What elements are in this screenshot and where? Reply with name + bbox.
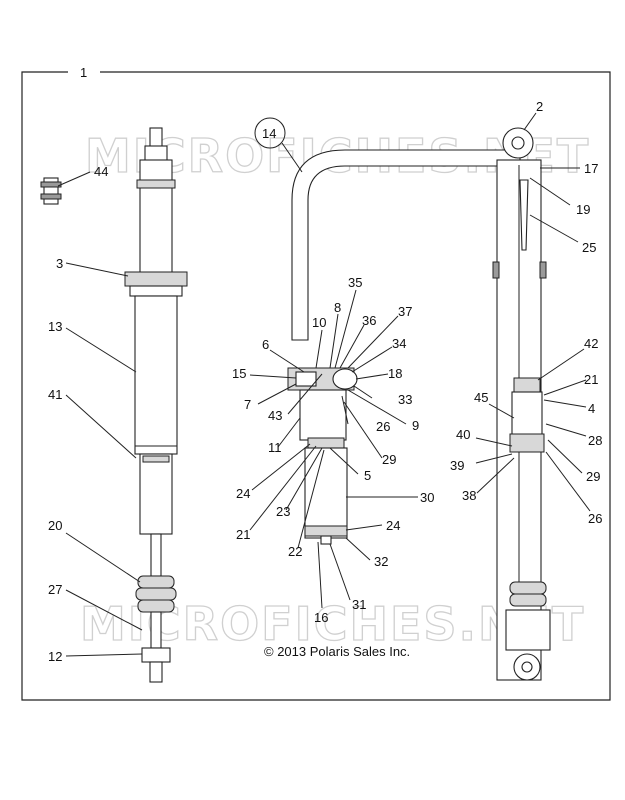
callout-4: 4 [588, 401, 595, 416]
callout-23: 23 [276, 504, 290, 519]
right-shock [492, 127, 551, 681]
callout-29-right: 29 [586, 469, 600, 484]
callout-44: 44 [94, 164, 108, 179]
callout-32: 32 [374, 554, 388, 569]
callout-45: 45 [474, 390, 488, 405]
callout-27: 27 [48, 582, 62, 597]
callout-20: 20 [48, 518, 62, 533]
copyright-text: © 2013 Polaris Sales Inc. [264, 644, 410, 659]
callout-3: 3 [56, 256, 63, 271]
callout-6: 6 [262, 337, 269, 352]
callout-24-right: 24 [386, 518, 400, 533]
callout-33: 33 [398, 392, 412, 407]
callout-2: 2 [536, 99, 543, 114]
callout-11: 11 [268, 440, 282, 455]
callout-24-left: 24 [236, 486, 250, 501]
callout-16: 16 [314, 610, 328, 625]
callout-25: 25 [582, 240, 596, 255]
callout-30: 30 [420, 490, 434, 505]
center-reservoir [287, 149, 521, 545]
callout-26-right: 26 [588, 511, 602, 526]
assembly-frame [21, 71, 611, 701]
callout-21-right: 21 [584, 372, 598, 387]
callout-7: 7 [244, 397, 251, 412]
callout-8: 8 [334, 300, 341, 315]
callout-17: 17 [584, 161, 598, 176]
callout-36: 36 [362, 313, 376, 328]
callout-14: 14 [262, 126, 276, 141]
callout-29-center: 29 [382, 452, 396, 467]
callout-18: 18 [388, 366, 402, 381]
callout-19: 19 [576, 202, 590, 217]
callout-1: 1 [80, 65, 87, 80]
callout-labels: 1 2 3 4 5 6 7 8 9 10 11 12 13 14 15 16 1… [48, 65, 602, 664]
callout-39: 39 [450, 458, 464, 473]
callout-41: 41 [48, 387, 62, 402]
callout-9: 9 [412, 418, 419, 433]
callout-26-center: 26 [376, 419, 390, 434]
callout-12: 12 [48, 649, 62, 664]
callout-42: 42 [584, 336, 598, 351]
callout-13: 13 [48, 319, 62, 334]
callout-10: 10 [312, 315, 326, 330]
callout-15: 15 [232, 366, 246, 381]
callout-21-center: 21 [236, 527, 250, 542]
callout-38: 38 [462, 488, 476, 503]
callout-40: 40 [456, 427, 470, 442]
callout-5: 5 [364, 468, 371, 483]
callout-34: 34 [392, 336, 406, 351]
callout-43: 43 [268, 408, 282, 423]
callout-28: 28 [588, 433, 602, 448]
callout-22: 22 [288, 544, 302, 559]
callout-35: 35 [348, 275, 362, 290]
left-shock [40, 127, 188, 683]
callout-37: 37 [398, 304, 412, 319]
callout-31: 31 [352, 597, 366, 612]
leader-lines [57, 112, 591, 657]
